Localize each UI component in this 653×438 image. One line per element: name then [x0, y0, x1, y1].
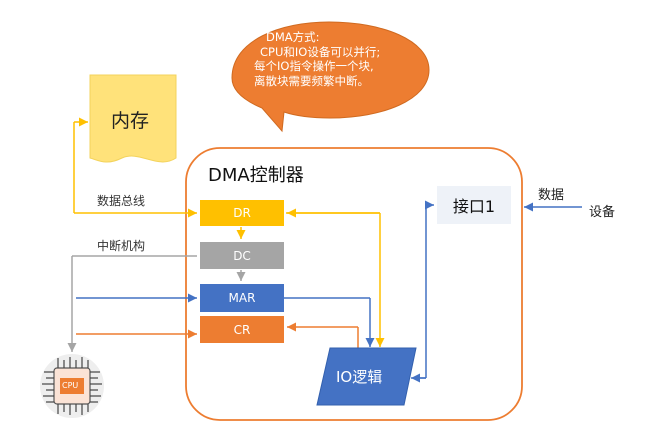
data-bus-label: 数据总线: [97, 194, 146, 208]
dma-controller-title: DMA控制器: [208, 165, 304, 186]
register-mar: MAR: [200, 284, 284, 312]
io-logic-label: IO逻辑: [336, 368, 383, 386]
bubble-line: DMA方式:: [266, 30, 320, 44]
dma-controller-frame: [185, 147, 523, 421]
register-dc: DC: [200, 242, 284, 269]
interface-1: 接口1: [437, 186, 511, 224]
register-cr: CR: [200, 316, 284, 343]
speech-bubble: DMA方式: CPU和IO设备可以并行; 每个IO指令操作一个块, 离散块需要频…: [250, 30, 420, 88]
speech-bubble-shape: [231, 21, 430, 133]
device-label: 设备: [589, 205, 616, 220]
bubble-line: 每个IO指令操作一个块,: [254, 59, 374, 73]
bubble-line: CPU和IO设备可以并行;: [260, 44, 381, 59]
register-dr: DR: [200, 200, 284, 226]
memory-label: 内存: [111, 110, 150, 132]
bubble-line: 离散块需要频繁中断。: [254, 73, 369, 88]
io-logic-shape: [316, 347, 417, 406]
interrupt-label: 中断机构: [97, 239, 146, 253]
data-label: 数据: [538, 188, 565, 203]
memory-shape: [89, 74, 177, 163]
cpu-chip-icon: [40, 354, 104, 418]
cpu-label: CPU: [62, 381, 79, 390]
